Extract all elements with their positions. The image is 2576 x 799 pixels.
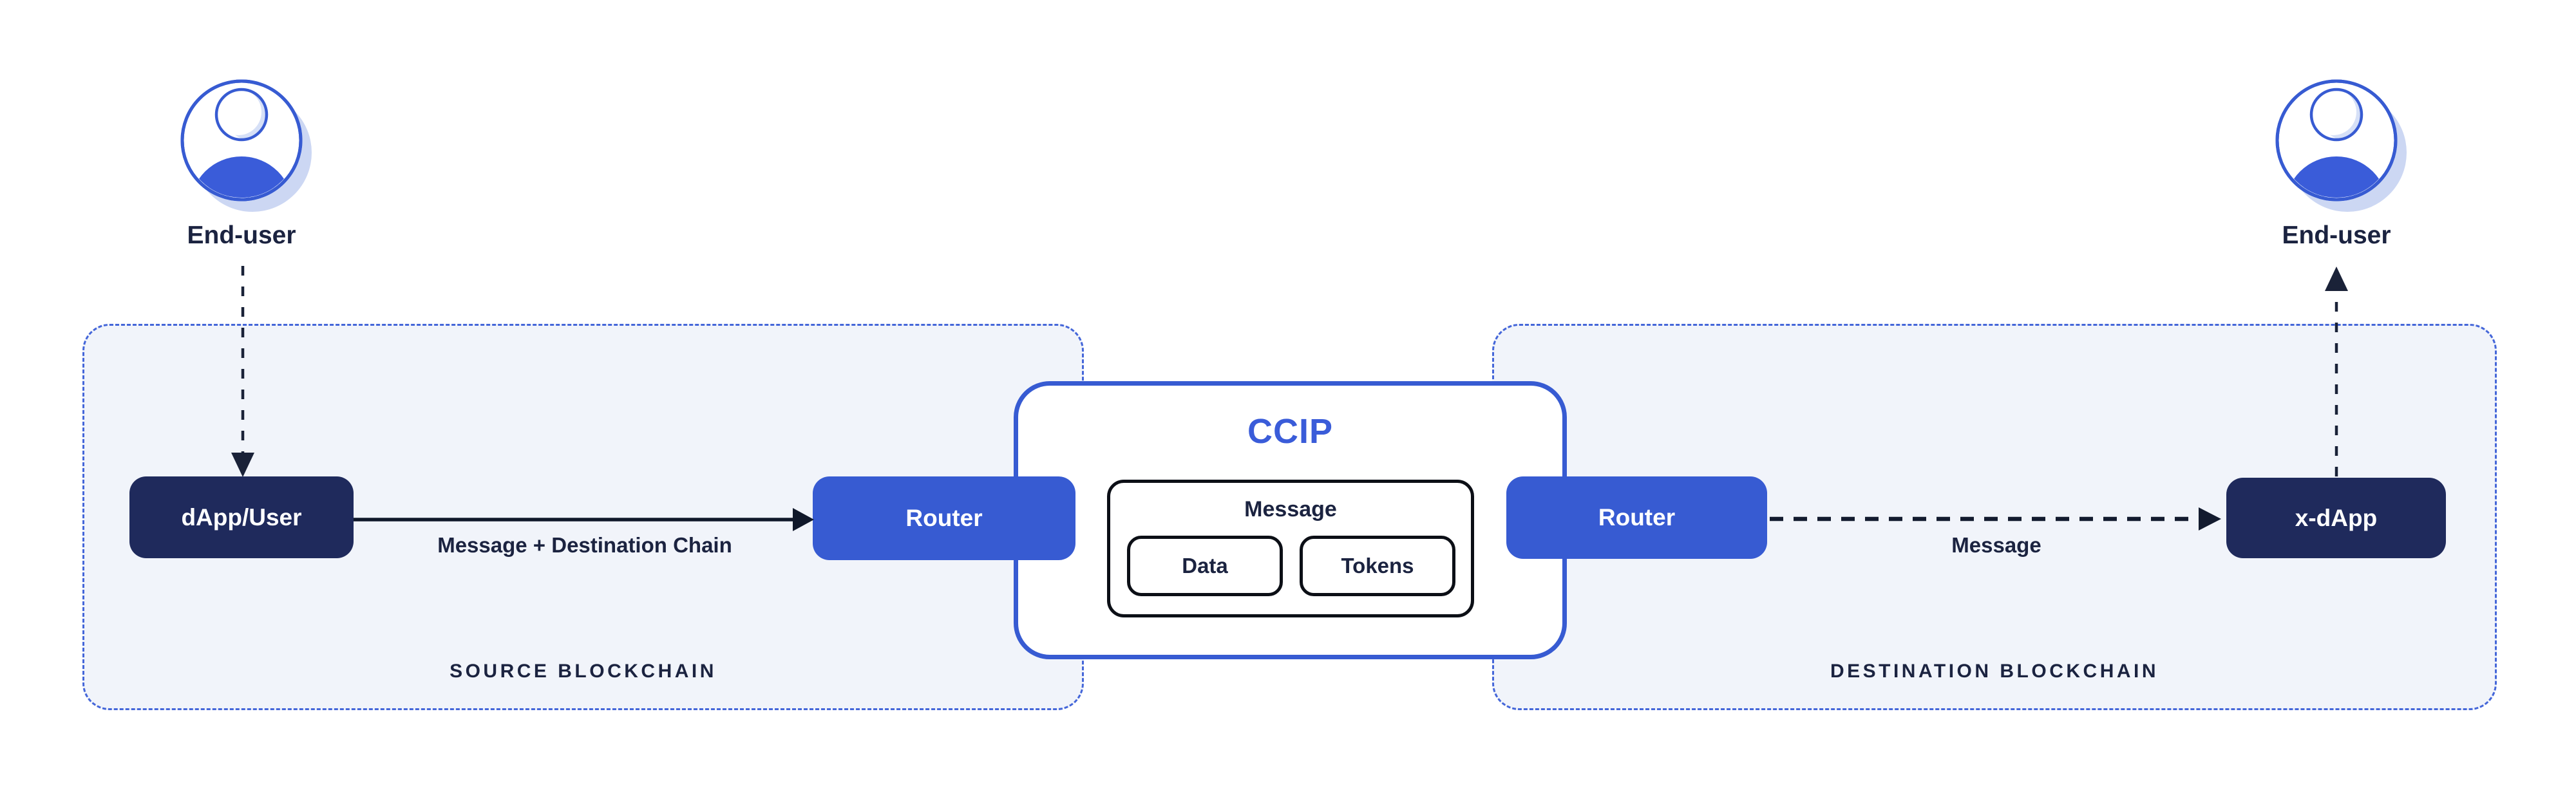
xdapp-node: x-dApp bbox=[2226, 478, 2446, 558]
tokens-box: Tokens bbox=[1300, 536, 1455, 596]
end-user-left-icon bbox=[177, 76, 319, 221]
destination-edge-label: Message bbox=[1951, 533, 2041, 557]
ccip-box: CCIP Message Data Tokens bbox=[1014, 381, 1567, 659]
destination-router-node: Router bbox=[1506, 476, 1767, 559]
source-blockchain-label: SOURCE BLOCKCHAIN bbox=[450, 661, 717, 682]
person-icon bbox=[2275, 79, 2407, 212]
source-router-node: Router bbox=[813, 476, 1075, 560]
message-box-label: Message bbox=[1244, 497, 1337, 522]
ccip-title: CCIP bbox=[1247, 412, 1333, 451]
source-edge-label: Message + Destination Chain bbox=[437, 533, 732, 557]
dapp-user-node: dApp/User bbox=[129, 476, 354, 558]
data-box: Data bbox=[1127, 536, 1283, 596]
end-user-right-icon bbox=[2272, 76, 2414, 221]
destination-blockchain-label: DESTINATION BLOCKCHAIN bbox=[1830, 661, 2159, 682]
message-box: Message Data Tokens bbox=[1107, 480, 1474, 617]
end-user-right-label: End-user bbox=[2282, 221, 2391, 249]
person-icon bbox=[180, 79, 312, 212]
arrowhead-up-icon bbox=[2325, 267, 2348, 291]
end-user-left-label: End-user bbox=[187, 221, 296, 249]
